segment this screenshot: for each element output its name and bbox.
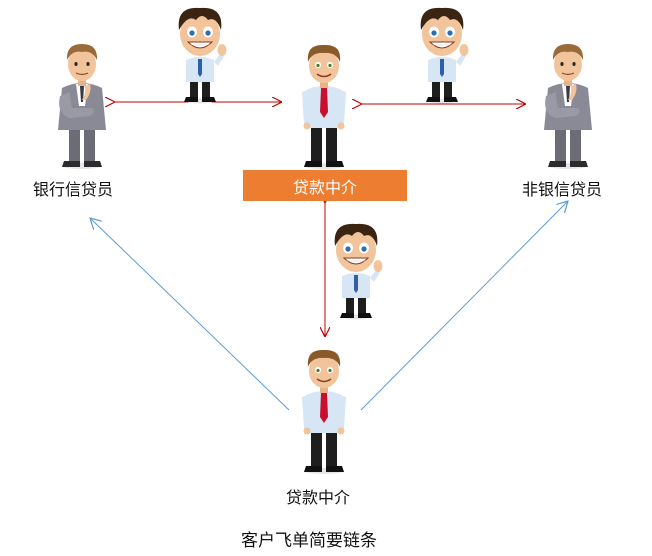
nonbank-officer-label: 非银信贷员 — [522, 180, 603, 199]
cartoon-man-top-left-icon — [178, 7, 227, 104]
bank-officer-icon — [57, 43, 107, 170]
bank-officer-label: 银行信贷员 — [33, 180, 114, 199]
center-agent-icon — [301, 44, 347, 170]
bottom-agent-label: 贷款中介 — [286, 488, 351, 507]
bottom-agent-icon — [301, 349, 347, 475]
nonbank-officer-icon — [543, 43, 593, 170]
center-agent-label: 贷款中介 — [292, 177, 357, 197]
cartoon-man-top-right-icon — [420, 7, 469, 104]
arrow-bottom-agent-to-bank-officer — [90, 218, 290, 411]
center-agent-label-box: 贷款中介 — [243, 170, 407, 201]
arrow-bottom-agent-to-nonbank-officer — [360, 201, 568, 411]
diagram-caption: 客户飞单简要链条 — [241, 531, 377, 551]
cartoon-man-middle-icon — [334, 223, 383, 320]
